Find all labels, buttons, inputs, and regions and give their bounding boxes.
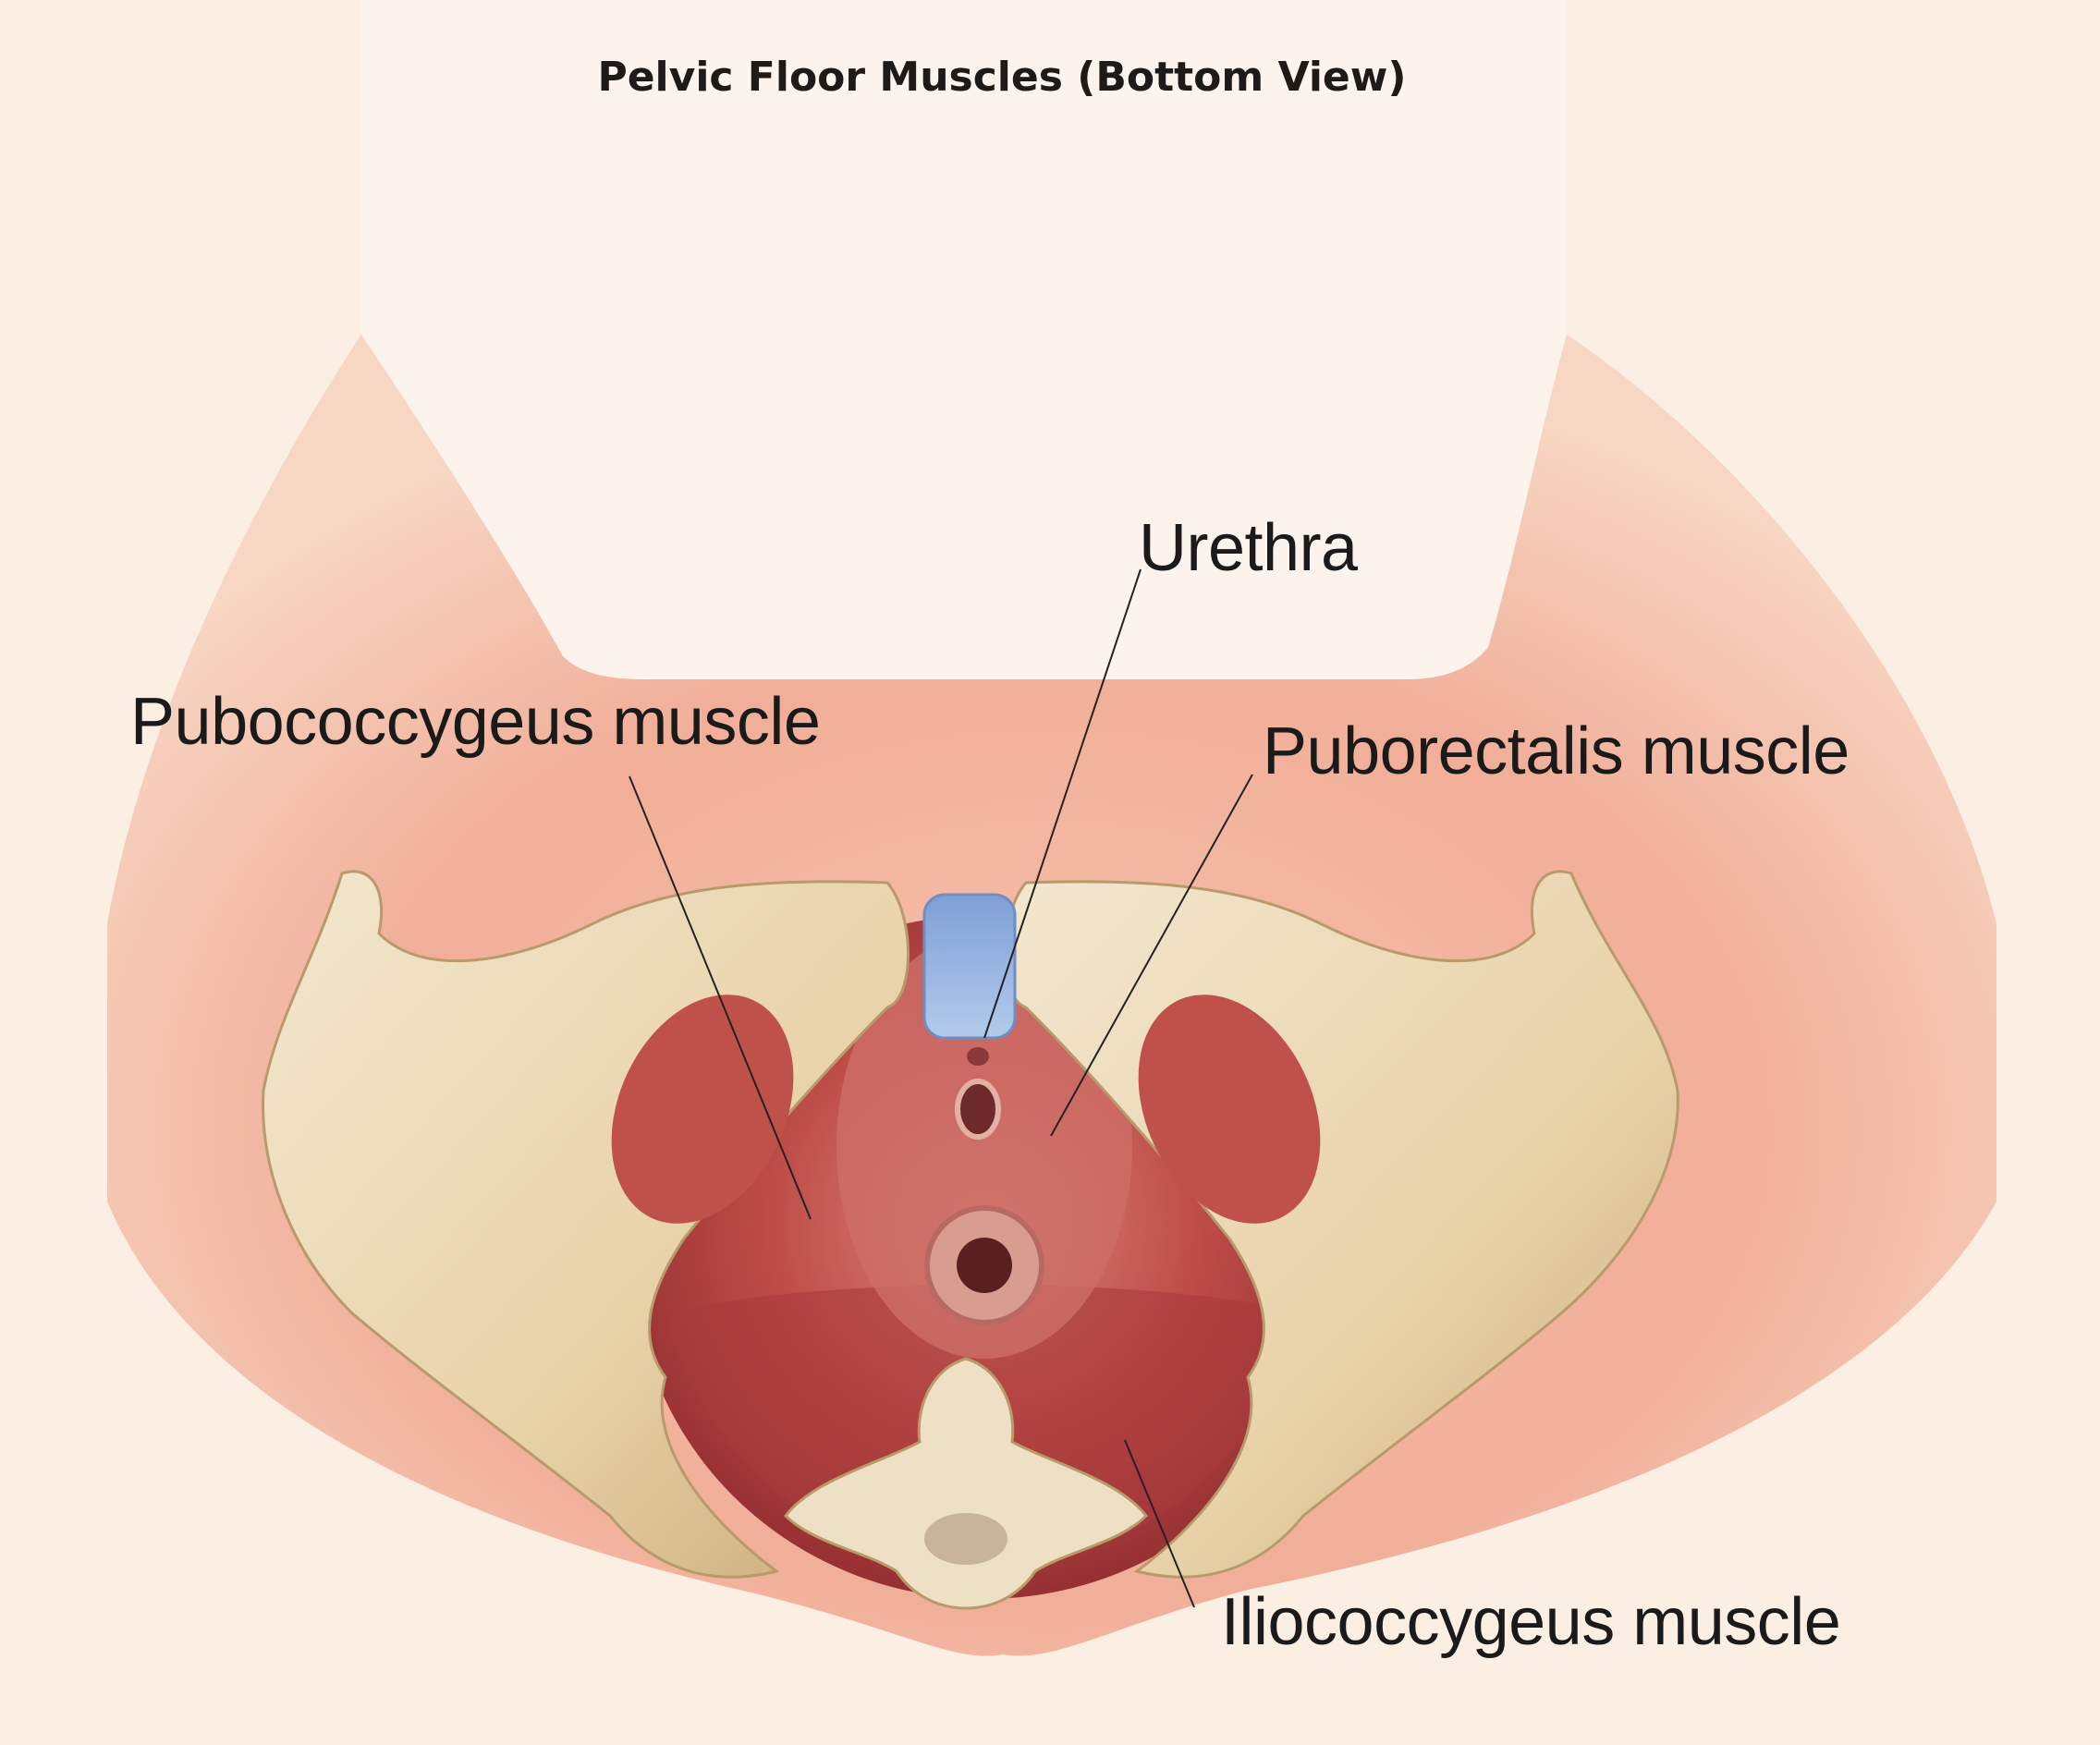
label-puborectalis-muscle: Puborectalis muscle — [1263, 714, 1850, 788]
anal-opening — [957, 1238, 1012, 1293]
left-obturator-foramen — [611, 995, 794, 1224]
vaginal-opening — [955, 1079, 1001, 1140]
label-pubococcygeus-muscle: Pubococcygeus muscle — [130, 685, 821, 759]
diagram-title: Pelvic Floor Muscles (Bottom View) — [597, 54, 1407, 101]
iliococcygeus-leader-line — [1124, 1439, 1195, 1608]
upper-notch — [361, 0, 1567, 679]
label-iliococcygeus-muscle: Iliococcygeus muscle — [1221, 1585, 1841, 1659]
label-urethra: Urethra — [1139, 511, 1358, 585]
urethra — [922, 893, 1017, 1040]
urethral-opening — [967, 1047, 989, 1066]
urethra-leader-line — [983, 568, 1142, 1039]
right-obturator-foramen — [1138, 995, 1321, 1224]
puborectalis-leader-line — [1050, 774, 1253, 1137]
sacral-foramen — [924, 1513, 1007, 1565]
pubococcygeus-leader-line — [629, 775, 812, 1220]
coccyx — [784, 1357, 1148, 1610]
